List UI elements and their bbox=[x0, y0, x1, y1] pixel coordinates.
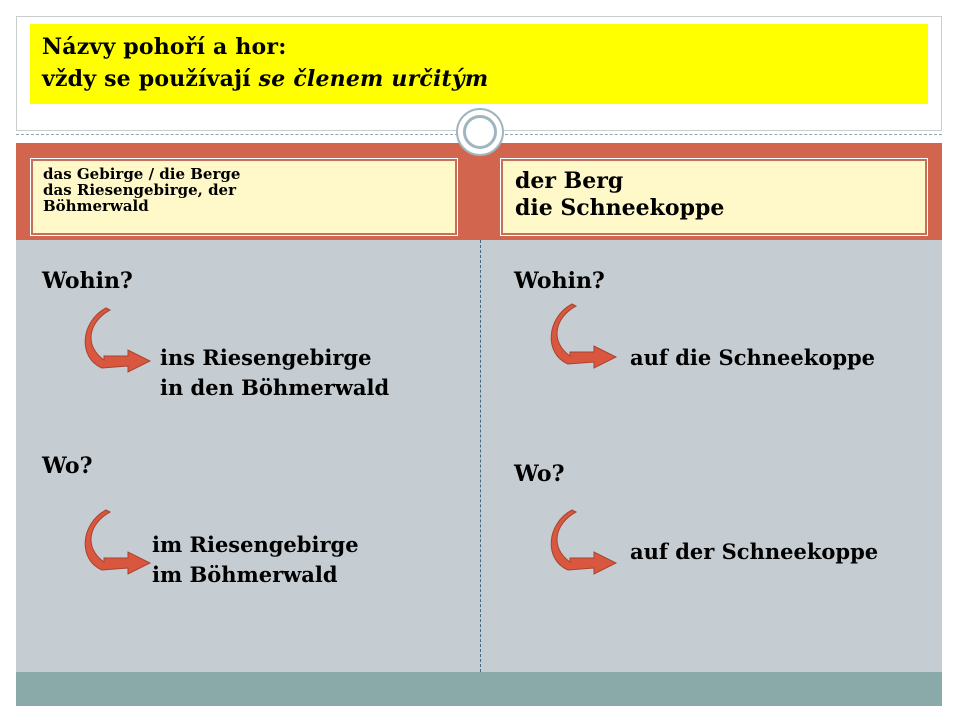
circle-ornament-inner bbox=[463, 115, 497, 149]
left-wohin-answer-2: in den Böhmerwald bbox=[160, 375, 390, 400]
left-wo-label: Wo? bbox=[42, 453, 93, 479]
title-line-1: Názvy pohoří a hor: bbox=[42, 34, 287, 60]
left-heading-card: das Gebirge / die Berge das Riesengebirg… bbox=[30, 158, 458, 236]
left-heading-line-3: Böhmerwald bbox=[43, 197, 149, 215]
right-heading-text: der Berg die Schneekoppe bbox=[515, 168, 915, 222]
curved-arrow-icon bbox=[550, 303, 618, 369]
footer-bar bbox=[16, 672, 942, 706]
column-divider bbox=[480, 240, 481, 672]
curved-arrow-icon bbox=[84, 509, 152, 575]
title-line-2: vždy se používají se členem určitým bbox=[42, 66, 488, 92]
left-wohin-label: Wohin? bbox=[42, 268, 133, 294]
right-heading-line-1: der Berg bbox=[515, 168, 624, 194]
left-wo-answer-1: im Riesengebirge bbox=[152, 532, 359, 557]
right-heading-line-2: die Schneekoppe bbox=[515, 195, 725, 221]
curved-arrow-icon bbox=[84, 307, 152, 373]
title-line-2-italic: se členem určitým bbox=[258, 66, 489, 92]
left-wo-answer-2: im Böhmerwald bbox=[152, 562, 338, 587]
left-heading-text: das Gebirge / die Berge das Riesengebirg… bbox=[43, 166, 443, 214]
right-wohin-label: Wohin? bbox=[514, 268, 605, 294]
left-heading-line-1: das Gebirge / die Berge bbox=[43, 165, 241, 183]
right-wo-label: Wo? bbox=[514, 461, 565, 487]
content-panel bbox=[16, 240, 942, 672]
right-wohin-answer: auf die Schneekoppe bbox=[630, 345, 876, 370]
title-line-2-plain: vždy se používají bbox=[42, 66, 259, 92]
left-wohin-answer-1: ins Riesengebirge bbox=[160, 345, 372, 370]
curved-arrow-icon bbox=[550, 509, 618, 575]
right-heading-card: der Berg die Schneekoppe bbox=[500, 158, 928, 236]
right-wo-answer: auf der Schneekoppe bbox=[630, 539, 879, 564]
title-box: Názvy pohoří a hor: vždy se používají se… bbox=[30, 24, 928, 104]
circle-ornament-icon bbox=[456, 108, 504, 156]
left-heading-line-2: das Riesengebirge, der bbox=[43, 181, 237, 199]
